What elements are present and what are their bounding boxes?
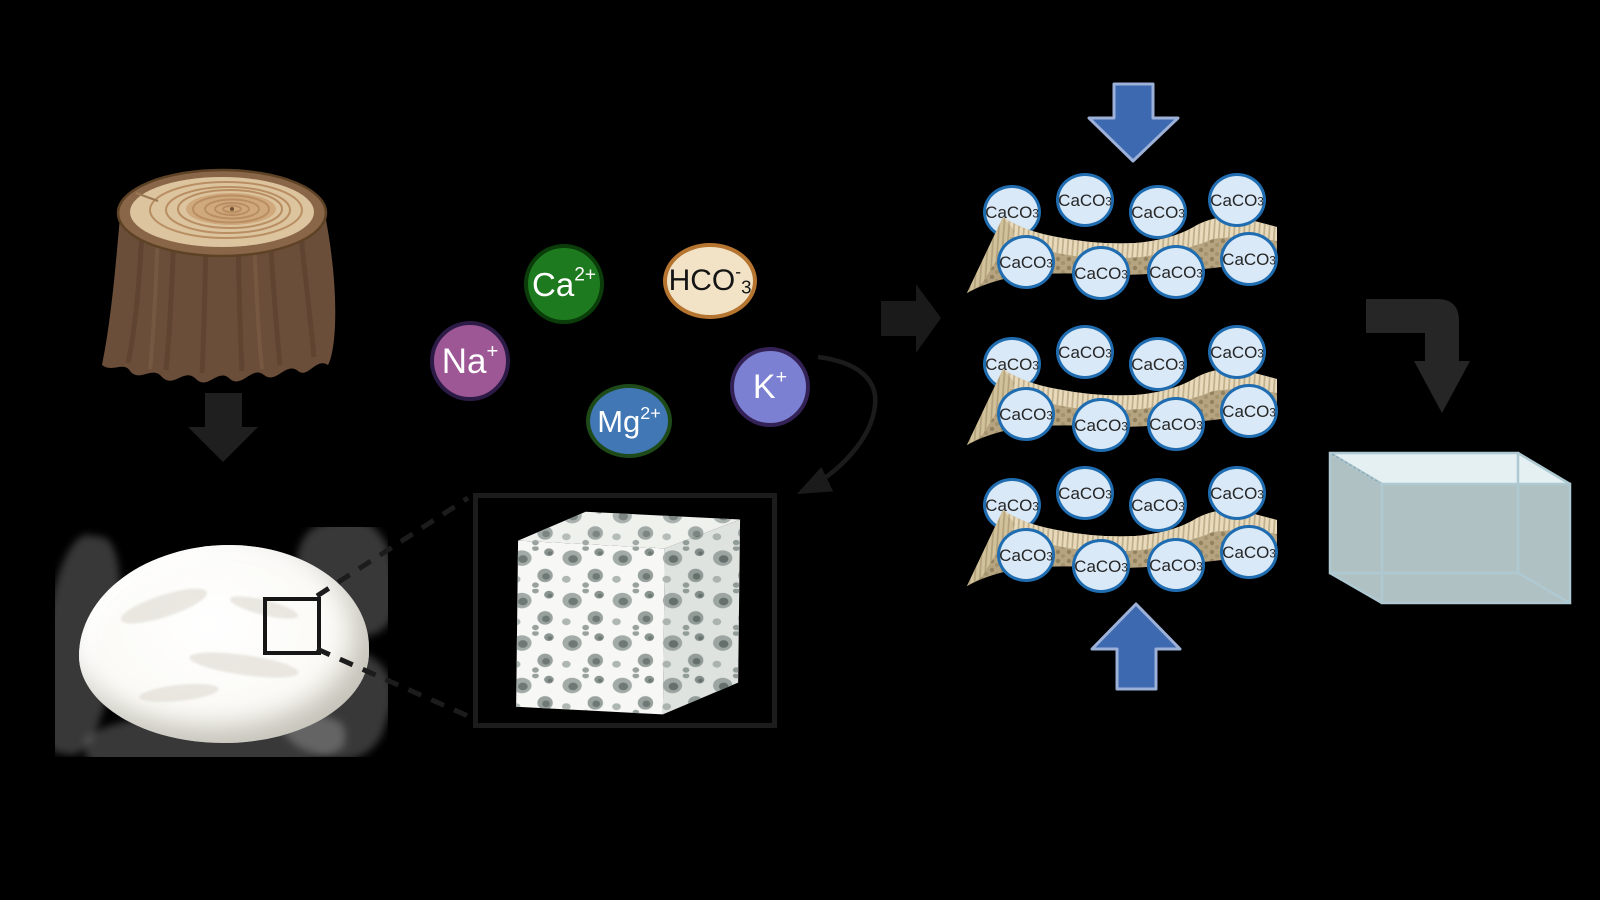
fiber-sheet-edge-texture — [967, 369, 1015, 445]
cellulose-ball-photo — [55, 527, 388, 757]
porous-foam-cube — [516, 511, 741, 715]
ion-potassium: K+ — [730, 347, 810, 427]
foam-right-pores — [662, 519, 741, 715]
fiber-sheet-edge-texture — [967, 510, 1015, 586]
ion-sodium: Na+ — [430, 321, 510, 401]
pressure-down-arrow — [1087, 82, 1180, 163]
stump-growth-rings — [149, 181, 303, 239]
tree-stump-illustration — [102, 168, 336, 383]
ion-charge: 2+ — [574, 264, 596, 286]
glass-block-edge-detail — [1331, 453, 1381, 484]
pressure-up-arrow — [1090, 602, 1182, 691]
stump-crack — [135, 192, 159, 202]
zoom-panel-frame — [473, 493, 777, 728]
process-right-arrow — [881, 284, 941, 353]
ion-label: Na — [441, 341, 487, 381]
foam-front-pores — [516, 540, 665, 715]
fiber-striations — [1001, 509, 1277, 552]
stump-pith — [230, 207, 234, 211]
output-bent-arrow — [1366, 299, 1470, 413]
foam-top-pores — [518, 511, 741, 549]
ion-label: HCO — [668, 264, 736, 297]
ion-label: Ca — [532, 265, 575, 303]
fiber-striations — [1001, 216, 1277, 259]
stump-down-arrow — [188, 393, 258, 462]
ion-subscript: 3 — [741, 276, 752, 298]
final-transparent-block — [1328, 451, 1572, 605]
ion-charge: + — [486, 340, 499, 363]
ion-label: K — [752, 368, 776, 406]
fiber-striations — [1001, 368, 1277, 411]
zoom-source-box — [263, 597, 321, 655]
cotton-cellulose-ball — [79, 545, 369, 743]
glass-block-body — [1330, 453, 1570, 603]
ion-charge: + — [775, 366, 788, 389]
fiber-sheet-edge-texture — [967, 217, 1015, 293]
ion-charge: - — [735, 261, 742, 282]
ion-label: Mg — [597, 403, 641, 439]
ion-charge: 2+ — [640, 402, 661, 423]
ion-to-foam-curved-arrow — [796, 354, 878, 495]
ion-bicarbonate: HCO-3 — [663, 243, 757, 319]
stump-bark-streaks — [125, 226, 317, 374]
glass-block-top-face — [1330, 453, 1570, 484]
